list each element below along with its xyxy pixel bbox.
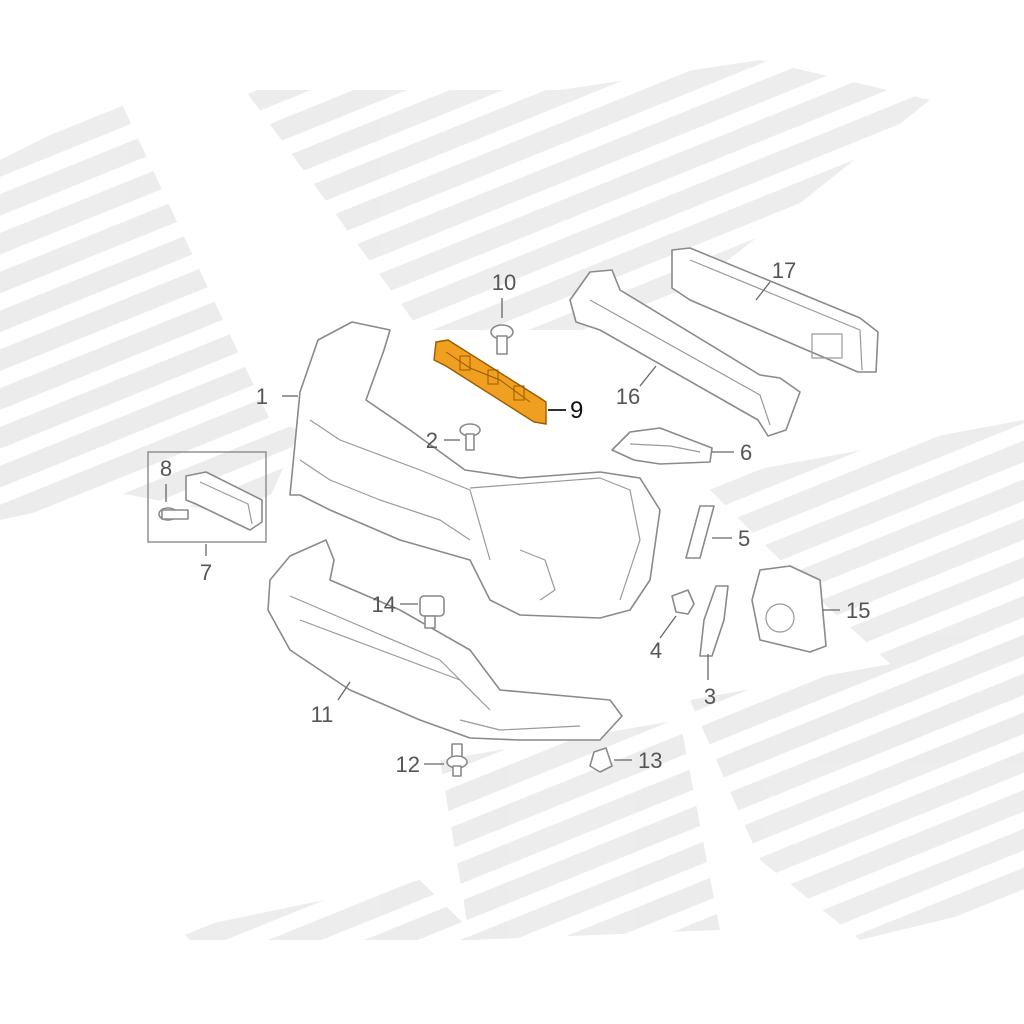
callout-12: 12 — [396, 752, 420, 777]
callout-16: 16 — [616, 384, 640, 409]
callout-5: 5 — [738, 526, 750, 551]
callout-14: 14 — [372, 592, 396, 617]
watermark — [0, 60, 1024, 940]
part-15-fog-bracket — [751, 565, 827, 653]
callout-3: 3 — [704, 684, 716, 709]
callout-7: 7 — [200, 560, 212, 585]
part-1-bumper-cover — [289, 321, 661, 619]
callout-6: 6 — [740, 440, 752, 465]
callout-4: 4 — [650, 638, 662, 663]
callout-labels: 1 2 3 4 5 6 7 8 9 10 11 12 13 14 15 16 1… — [160, 258, 871, 777]
part-4-clip — [671, 589, 695, 615]
part-16-absorber — [569, 269, 801, 437]
part-12-clip — [446, 743, 468, 777]
part-9-retainer-highlighted — [433, 339, 547, 425]
callout-17: 17 — [772, 258, 796, 283]
part-10-clip — [490, 324, 514, 355]
part-5-strip — [685, 505, 715, 559]
part-6-bracket — [611, 427, 713, 465]
part-7-bracket-box — [147, 451, 267, 543]
callout-11: 11 — [311, 702, 334, 727]
callout-9: 9 — [570, 397, 583, 424]
part-3-bracket — [699, 585, 729, 657]
part-14-sensor — [419, 595, 445, 629]
part-11-lower-spoiler — [267, 539, 623, 741]
leader-lines — [165, 281, 840, 765]
callout-10: 10 — [492, 270, 516, 295]
callout-1: 1 — [256, 384, 268, 409]
callout-13: 13 — [638, 748, 662, 773]
callout-2: 2 — [426, 428, 438, 453]
part-2-clip — [459, 423, 481, 451]
part-17-reinforcement — [671, 247, 879, 373]
part-13-nut — [589, 747, 613, 773]
callout-15: 15 — [846, 598, 870, 623]
callout-8: 8 — [160, 456, 172, 481]
